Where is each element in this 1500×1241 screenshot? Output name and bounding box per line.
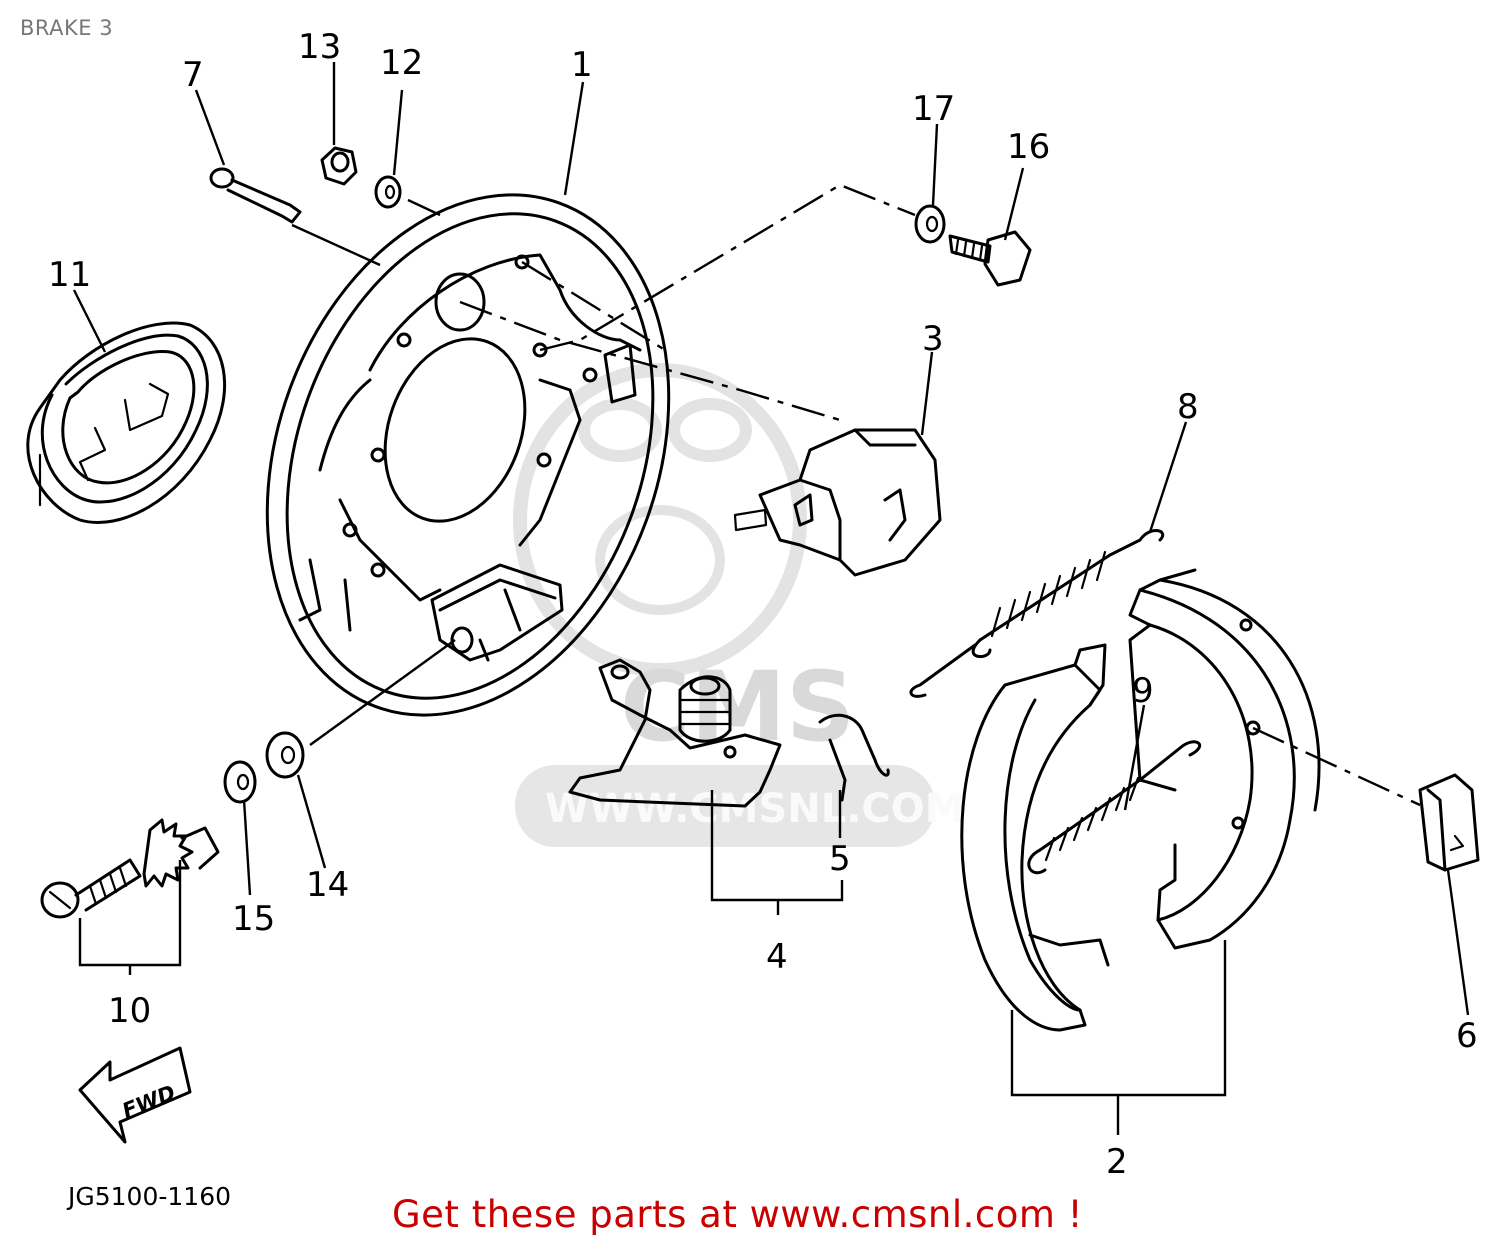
watermark-brand: CMS — [620, 651, 855, 763]
adjuster-bolt-part — [40, 858, 142, 919]
lock-washer-part — [374, 175, 402, 209]
callout-15: 15 — [232, 899, 275, 939]
callout-9: 9 — [1132, 671, 1154, 711]
callout-labels: 1 2 3 4 5 6 7 8 9 10 11 12 13 14 15 16 1… — [48, 27, 1478, 1182]
diagram-code: JG5100-1160 — [66, 1182, 231, 1211]
assembly-guide-lines — [291, 183, 1421, 807]
callout-6: 6 — [1456, 1016, 1478, 1056]
callout-14: 14 — [306, 865, 349, 905]
callout-1: 1 — [571, 45, 593, 85]
pin-part — [209, 167, 302, 224]
callout-11: 11 — [48, 255, 91, 295]
adjuster-spring-part — [1027, 740, 1202, 874]
bolt-part — [948, 230, 1032, 287]
callout-5: 5 — [829, 839, 851, 879]
backing-plate-part — [265, 193, 671, 717]
nut-part — [320, 146, 358, 186]
callout-13: 13 — [298, 27, 341, 67]
washer-15-part — [223, 760, 257, 804]
callout-7: 7 — [182, 55, 204, 95]
return-spring-part — [909, 529, 1164, 698]
callout-8: 8 — [1177, 387, 1199, 427]
page-title: BRAKE 3 — [20, 16, 114, 40]
callout-10: 10 — [108, 991, 151, 1031]
brake-lever-part — [568, 658, 782, 808]
callout-4: 4 — [766, 937, 788, 977]
watermark-url: WWW.CMSNL.COM — [545, 786, 965, 832]
forward-arrow: FWD — [78, 1046, 192, 1144]
bolt-washer-part — [914, 204, 946, 244]
lever-spring-part — [818, 713, 890, 802]
callout-16: 16 — [1007, 127, 1050, 167]
washer-14-part — [265, 731, 305, 779]
shoe-clip-part — [1418, 773, 1480, 872]
inspection-cover-part — [26, 321, 227, 524]
callout-17: 17 — [912, 89, 955, 129]
callout-12: 12 — [380, 43, 423, 83]
watermark: CMS WWW.CMSNL.COM — [513, 363, 965, 847]
wheel-cylinder-part — [733, 428, 942, 577]
forward-arrow-label: FWD — [119, 1080, 179, 1123]
callout-2: 2 — [1106, 1142, 1128, 1182]
callout-3: 3 — [922, 319, 944, 359]
leader-lines — [72, 62, 1470, 1135]
promo-link-text[interactable]: Get these parts at www.cmsnl.com ! — [392, 1193, 1084, 1236]
adjuster-wheel-part — [142, 818, 220, 888]
brake-shoes-part — [960, 568, 1321, 1032]
